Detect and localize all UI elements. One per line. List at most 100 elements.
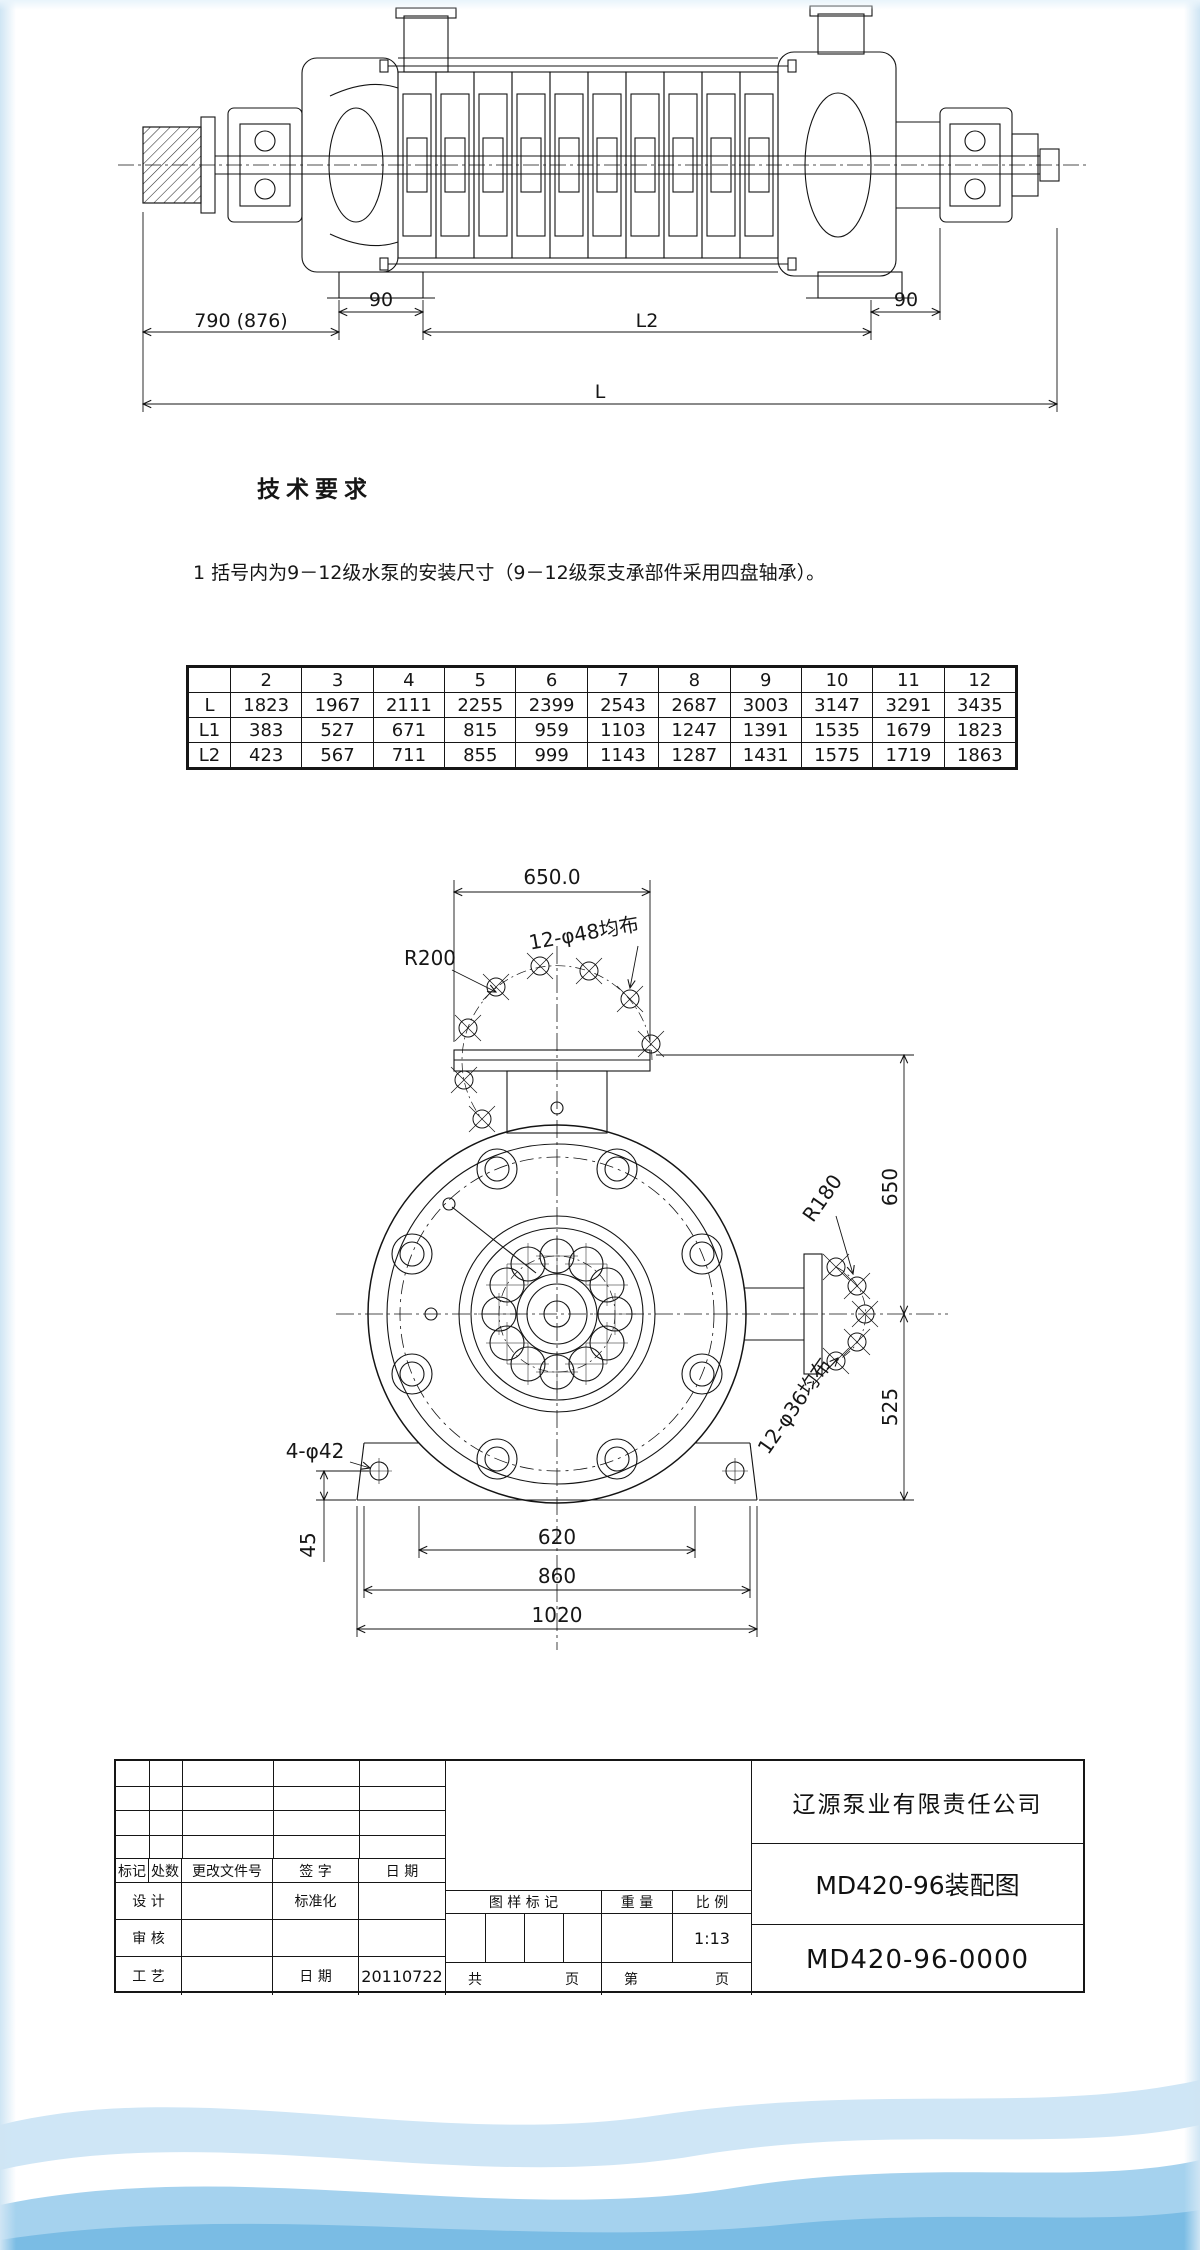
rev-header-sign: 签 字 <box>273 1859 359 1883</box>
table-cell: 3147 <box>800 692 874 718</box>
table-cell: 815 <box>444 717 517 743</box>
table-col-header: 6 <box>515 667 588 693</box>
dim-620: 620 <box>538 1525 576 1549</box>
table-cell: 383 <box>229 717 303 743</box>
row-label: L1 <box>188 717 231 743</box>
sheet-total-pages: 页 <box>565 1972 579 1988</box>
table-cell: 3291 <box>872 692 945 718</box>
footer-wave-decoration <box>0 2080 1200 2250</box>
table-row-L1: L1 383 527 671 815 959 1103 1247 1391 15… <box>188 717 1017 743</box>
table-cell: 1679 <box>872 717 945 743</box>
dim-12-phi36: 12-φ36均布 <box>753 1354 837 1459</box>
dim-12-phi48: 12-φ48均布 <box>527 912 641 955</box>
drawing-title: MD420-96装配图 <box>752 1844 1083 1925</box>
side-suction-flange <box>744 1253 867 1375</box>
table-col-header: 2 <box>229 667 303 693</box>
footer-wave-4 <box>0 2210 1200 2250</box>
table-col-header: 10 <box>800 667 874 693</box>
table-cell: 671 <box>372 717 446 743</box>
sheet-number-page: 页 <box>715 1972 729 1988</box>
suction-nozzle <box>395 7 457 73</box>
table-cell: 2543 <box>586 692 660 718</box>
table-row-L2: L2 423 567 711 855 999 1143 1287 1431 15… <box>188 742 1017 768</box>
table-cell: 1967 <box>301 692 374 718</box>
title-block: 标记 处数 更改文件号 签 字 日 期 设 计 标准化 审 核 工 艺 日 期 … <box>114 1759 1085 1995</box>
row-label: L2 <box>188 742 231 768</box>
sheet-total-cell: 共 页 <box>446 1963 602 1995</box>
role-design: 设 计 <box>116 1883 182 1920</box>
pump-front-view-drawing: 650.0 R200 12-φ48均布 R180 650 525 12-φ36均… <box>286 865 948 1650</box>
front-view-body <box>336 946 948 1650</box>
top-flange-studs <box>450 952 665 1133</box>
front-view-dimension-lines <box>316 880 914 1637</box>
table-cell: 2111 <box>372 692 446 718</box>
table-cell: 1535 <box>800 717 874 743</box>
table-cell: 959 <box>515 717 588 743</box>
pump-side-section-drawing: 90 790 (876) L2 90 L <box>118 5 1090 412</box>
table-cell: 1247 <box>658 717 731 743</box>
dim-650-0: 650.0 <box>523 865 580 889</box>
sheet-number-label: 第 <box>624 1972 638 1988</box>
role-standardization: 标准化 <box>273 1883 359 1920</box>
pump-feet <box>327 271 914 299</box>
sheet-total-label: 共 <box>468 1972 482 1988</box>
table-col-header: 8 <box>658 667 731 693</box>
discharge-casing <box>777 5 897 277</box>
drawing-number: MD420-96-0000 <box>805 1945 1030 1975</box>
role-audit: 审 核 <box>116 1920 182 1957</box>
table-cell: 3003 <box>729 692 802 718</box>
table-cell: 1575 <box>800 742 874 768</box>
row-label: L <box>188 692 231 718</box>
date-value: 20110722 <box>359 1957 446 1995</box>
scale-value: 1:13 <box>673 1914 752 1963</box>
pump-body <box>118 5 1090 299</box>
dim-4-phi42: 4-φ42 <box>286 1439 345 1463</box>
role-standardization-sign <box>359 1883 446 1920</box>
table-col-header: 7 <box>586 667 660 693</box>
drawing-mark-cells <box>446 1914 602 1963</box>
tech-requirement-note-1: 1 括号内为9－12级水泵的安装尺寸（9－12级泵支承部件采用四盘轴承）。 <box>193 562 826 584</box>
table-col-header: 9 <box>729 667 802 693</box>
top-discharge-flange <box>453 965 653 1134</box>
table-cell: 1103 <box>586 717 660 743</box>
dim-525: 525 <box>878 1388 902 1426</box>
dim-L2: L2 <box>636 310 659 332</box>
table-col-header: 4 <box>372 667 446 693</box>
table-cell: 2399 <box>515 692 588 718</box>
tech-requirements-title: 技术要求 <box>257 477 373 503</box>
role-audit-sign <box>273 1920 359 1957</box>
dim-1020: 1020 <box>532 1603 583 1627</box>
casing-outer-circle <box>367 1124 747 1504</box>
sheet-number-cell: 第 页 <box>602 1963 752 1995</box>
table-cell: 1391 <box>729 717 802 743</box>
table-cell: 999 <box>515 742 588 768</box>
pump-base <box>356 1442 758 1501</box>
dim-650: 650 <box>878 1168 902 1206</box>
dim-860: 860 <box>538 1564 576 1588</box>
dim-45: 45 <box>296 1532 320 1557</box>
dim-R180: R180 <box>798 1170 848 1226</box>
rev-header-mark: 标记 <box>116 1859 149 1883</box>
table-cell: 1719 <box>872 742 945 768</box>
scale-header: 比 例 <box>673 1891 752 1914</box>
table-cell: 2255 <box>444 692 517 718</box>
table-cell: 1863 <box>943 742 1017 768</box>
role-craft: 工 艺 <box>116 1957 182 1995</box>
date-label: 日 期 <box>273 1957 359 1995</box>
vent-handle <box>451 1206 537 1274</box>
weight-header: 重 量 <box>602 1891 673 1914</box>
rev-header-date: 日 期 <box>359 1859 446 1883</box>
table-row-L: L 1823 1967 2111 2255 2399 2543 2687 300… <box>188 692 1017 718</box>
table-cell: 527 <box>301 717 374 743</box>
installation-dimension-table: 2 3 4 5 6 7 8 9 10 11 12 L 1823 1967 211… <box>186 665 1018 770</box>
role-audit-name <box>182 1920 273 1957</box>
table-cell: 567 <box>301 742 374 768</box>
role-design-name <box>182 1883 273 1920</box>
rev-header-file: 更改文件号 <box>182 1859 273 1883</box>
revision-rows <box>116 1761 446 1859</box>
table-cell: 1431 <box>729 742 802 768</box>
table-corner-cell <box>188 667 231 693</box>
plug <box>424 1307 438 1321</box>
table-cell: 2687 <box>658 692 731 718</box>
